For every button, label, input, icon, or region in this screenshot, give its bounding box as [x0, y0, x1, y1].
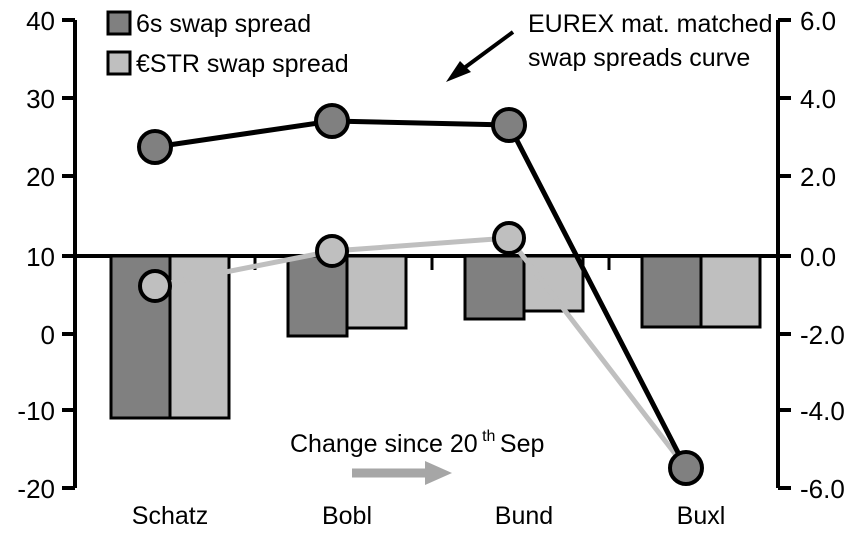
legend-swatch-6s	[106, 10, 132, 36]
annotation-curve-callout: EUREX mat. matched swap spreads curve	[446, 10, 773, 82]
marker-eurex-buxl	[668, 450, 704, 486]
legend: 6s swap spread €STR swap spread	[106, 10, 349, 78]
annotation-change-prefix: Change since 20	[290, 430, 478, 458]
left-axis-tick-label: 20	[26, 162, 55, 192]
bar-group-bund	[463, 254, 585, 321]
bar-6s-bund	[463, 254, 526, 321]
bar-estr-bund	[522, 254, 585, 313]
legend-swatch-estr	[106, 50, 132, 76]
right-axis-tick-label: -6.0	[800, 474, 845, 504]
bar-estr-buxl	[699, 254, 762, 329]
marker-change-bund	[492, 221, 526, 255]
marker-eurex-bobl	[314, 103, 350, 139]
left-axis-tick-label: 10	[26, 242, 55, 272]
annotation-change-superscript: th	[482, 428, 495, 445]
bar-6s-bobl	[286, 254, 349, 338]
line-series-eurex-curve	[137, 103, 704, 486]
bar-group-bobl	[286, 254, 408, 338]
left-axis: 40 30 20 10 0 -10 -20	[17, 6, 77, 504]
left-axis-tick-label: -20	[17, 474, 55, 504]
right-axis-tick-label: -2.0	[800, 320, 845, 350]
right-axis-tick-label: 2.0	[800, 162, 836, 192]
left-axis-tick-label: 40	[26, 6, 55, 36]
x-axis-category-labels: Schatz Bobl Bund Buxl	[132, 502, 726, 530]
category-label-bund: Bund	[495, 502, 553, 530]
marker-eurex-bund	[491, 107, 527, 143]
bar-estr-bobl	[345, 254, 408, 330]
right-axis-tick-label: -4.0	[800, 396, 845, 426]
bar-6s-buxl	[640, 254, 703, 329]
marker-change-schatz	[138, 269, 172, 303]
right-axis: 6.0 4.0 2.0 0.0 -2.0 -4.0 -6.0	[776, 6, 845, 504]
right-axis-tick-label: 0.0	[800, 242, 836, 272]
annotation-change-text: Change since 20 th Sep	[290, 428, 544, 458]
annotation-change-callout: Change since 20 th Sep	[290, 428, 544, 485]
annotation-curve-line2: swap spreads curve	[528, 44, 750, 72]
left-axis-tick-label: 30	[26, 84, 55, 114]
bar-group-buxl	[640, 254, 762, 329]
marker-change-bobl	[315, 234, 349, 268]
category-label-schatz: Schatz	[132, 502, 208, 530]
right-axis-tick-label: 4.0	[800, 84, 836, 114]
annotation-change-suffix: Sep	[500, 430, 544, 458]
right-arrow-icon	[352, 461, 452, 485]
legend-label-6s: 6s swap spread	[136, 10, 311, 38]
category-label-buxl: Buxl	[677, 502, 726, 530]
left-axis-tick-label: 0	[41, 320, 55, 350]
annotation-curve-line1: EUREX mat. matched	[528, 10, 773, 38]
right-axis-tick-label: 6.0	[800, 6, 836, 36]
down-left-arrow-icon	[446, 30, 515, 82]
marker-eurex-schatz	[137, 129, 173, 165]
legend-label-estr: €STR swap spread	[136, 50, 349, 78]
left-axis-tick-label: -10	[17, 396, 55, 426]
line-series-change-since	[138, 221, 688, 470]
category-label-bobl: Bobl	[322, 502, 372, 530]
